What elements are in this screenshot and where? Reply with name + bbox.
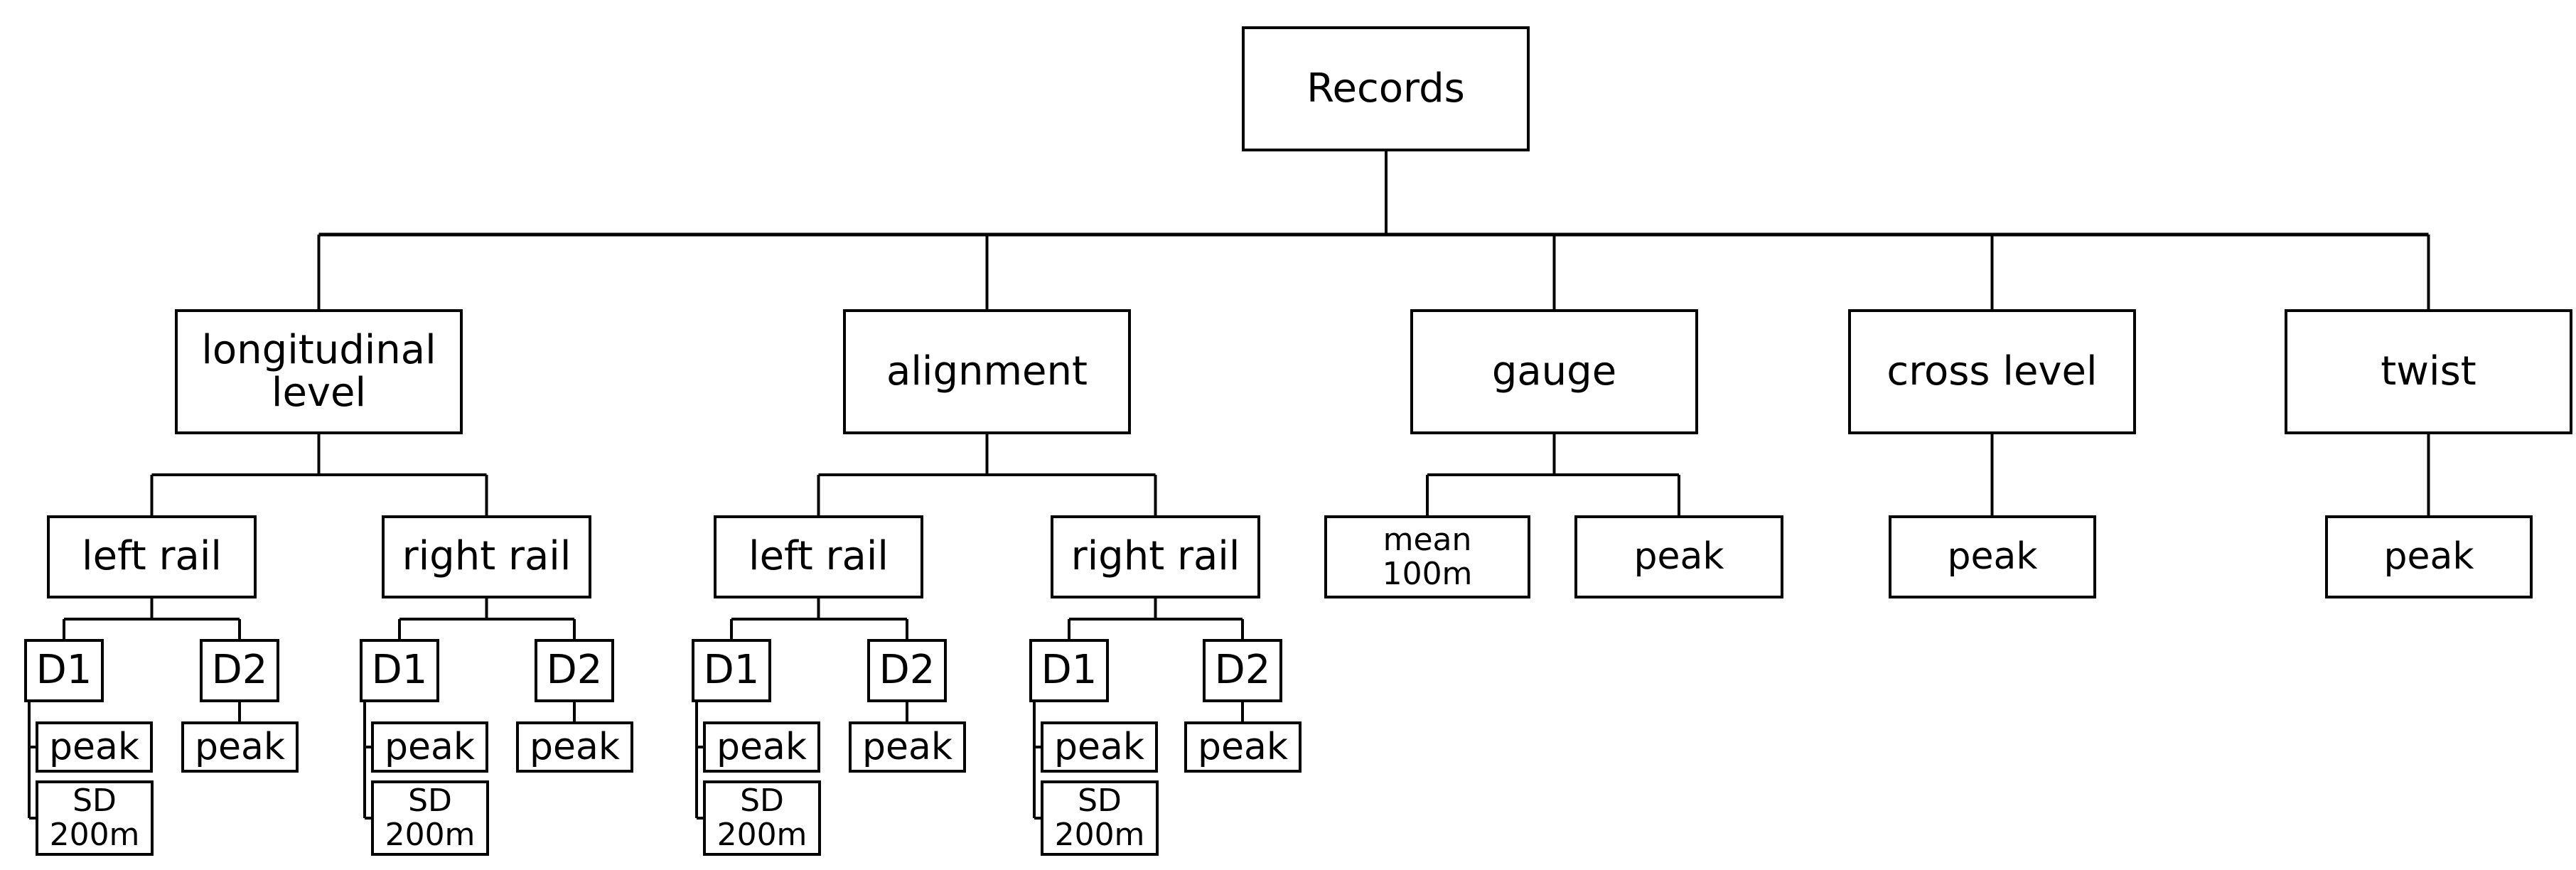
node-gauge: gauge	[1410, 309, 1698, 434]
node-gauge-peak: peak	[1574, 515, 1783, 598]
node-twist-peak: peak	[2325, 515, 2533, 598]
node-longitudinal-level: longitudinal level	[175, 309, 463, 434]
node-al-right-rail-d2-peak: peak	[1184, 721, 1302, 773]
node-ll-right-rail-d1: D1	[360, 639, 439, 702]
connector-d2-drops	[238, 701, 1244, 721]
node-gauge-mean-100m: mean 100m	[1324, 515, 1530, 598]
node-al-left-rail: left rail	[714, 515, 923, 598]
node-al-right-rail-d1-peak: peak	[1041, 721, 1158, 773]
node-ll-right-rail-d2-peak: peak	[516, 721, 633, 773]
node-ll-right-rail-d1-sd-200m: SD 200m	[371, 780, 489, 856]
node-ll-left-rail-d2-peak: peak	[181, 721, 299, 773]
node-ll-left-rail-d1-peak: peak	[36, 721, 153, 773]
connector-longitudinal-level-to-rails	[150, 434, 488, 515]
node-ll-left-rail-d1-sd-200m: SD 200m	[36, 780, 154, 856]
node-al-right-rail: right rail	[1051, 515, 1260, 598]
node-al-left-rail-d1-peak: peak	[703, 721, 820, 773]
connector-gauge-to-children	[1426, 434, 1680, 515]
node-al-right-rail-d2: D2	[1203, 639, 1282, 702]
node-ll-left-rail: left rail	[47, 515, 257, 598]
node-al-right-rail-d1: D1	[1029, 639, 1109, 702]
node-al-left-rail-d1-sd-200m: SD 200m	[703, 780, 821, 856]
node-ll-right-rail-d2: D2	[535, 639, 614, 702]
connector-alignment-to-rails	[817, 434, 1157, 515]
node-ll-left-rail-d1: D1	[24, 639, 104, 702]
node-ll-left-rail-d2: D2	[200, 639, 279, 702]
node-ll-right-rail-d1-peak: peak	[371, 721, 488, 773]
node-al-left-rail-d1: D1	[692, 639, 771, 702]
node-cross-level-peak: peak	[1889, 515, 2096, 598]
connector-records-to-level2	[317, 151, 2430, 309]
node-alignment: alignment	[843, 309, 1131, 434]
node-twist: twist	[2285, 309, 2572, 434]
connector-rails-to-d-boxes	[63, 598, 1244, 639]
node-records: Records	[1242, 26, 1530, 151]
node-cross-level: cross level	[1848, 309, 2136, 434]
node-ll-right-rail: right rail	[382, 515, 591, 598]
node-al-left-rail-d2-peak: peak	[849, 721, 966, 773]
node-al-right-rail-d1-sd-200m: SD 200m	[1041, 780, 1159, 856]
node-al-left-rail-d2: D2	[867, 639, 947, 702]
